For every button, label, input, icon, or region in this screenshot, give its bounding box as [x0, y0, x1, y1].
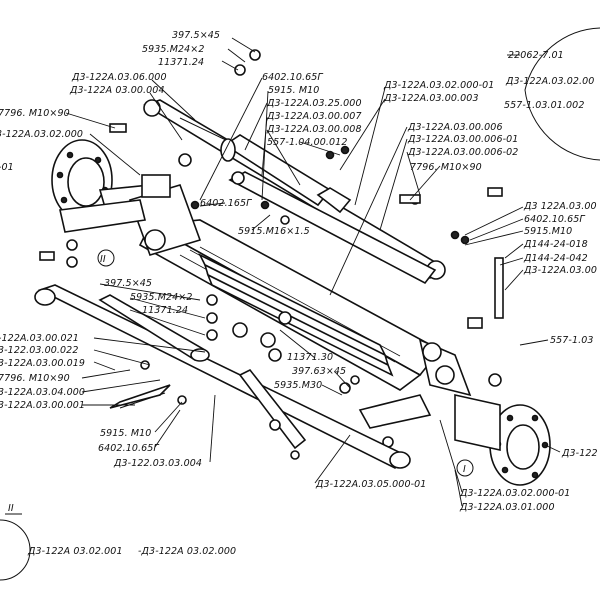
detail-view-circle-lower — [0, 519, 31, 581]
callout-label: 3-122А.03.02.000 — [0, 129, 83, 140]
callout-label: 7796. М10×90 — [410, 162, 482, 173]
detail-view-circle — [524, 27, 600, 161]
left-knuckle — [59, 174, 202, 256]
right-knuckle — [358, 338, 472, 448]
callout-label: 5935.M24×2 — [142, 44, 205, 55]
callout-label: 557-1.03.01.002 — [504, 100, 584, 111]
callout-label: Д3-122А.03.05.000-01 — [315, 479, 426, 490]
callout-label: Д3-122А.03.00 — [523, 265, 597, 276]
callout-label: 397.63×45 — [292, 366, 346, 377]
callout-label: Д144-24-042 — [523, 253, 588, 264]
callout-label: Д3-122А.03.02.000-01 — [459, 488, 570, 499]
callout-label: 3-122А.03.04.000 — [0, 387, 85, 398]
callout-label: 3-122.03.00.022 — [0, 345, 78, 356]
callout-label: 7796. М10×90 — [0, 373, 70, 384]
callout-label: Д3-122А.03.02.000-01 — [383, 80, 494, 91]
callout-label: Д3-122А.03.01.000 — [459, 502, 555, 513]
callout-label: 6402.10.65Г — [98, 443, 159, 454]
callout-label: Д3 122А.03.00 — [523, 201, 597, 212]
callout-label: Д3-122А.03.00.006-02 — [407, 147, 518, 158]
view-marker-ii-lower: II — [5, 503, 22, 515]
callout-label: 7796. М10×90 — [0, 108, 70, 119]
svg-text:II: II — [8, 503, 14, 514]
callout-label: 22062-7.01 — [508, 50, 564, 61]
callout-label: Д3-122А.03.00.006-01 — [407, 134, 518, 145]
leader-lines — [65, 37, 561, 507]
svg-text:II: II — [100, 254, 106, 265]
drag-link — [109, 384, 171, 409]
callout-label: -122А.03.00.021 — [0, 333, 79, 344]
callout-label: Д3-122А.03.02.00 — [505, 76, 594, 87]
callout-label: 11371.30 — [287, 352, 333, 363]
callout-label: 397.5×45 — [172, 30, 220, 41]
callout-label: -01 — [0, 162, 14, 173]
callout-label: Д3-122 — [561, 448, 598, 459]
callout-label: 11371.24 — [142, 305, 188, 316]
svg-text:I: I — [463, 464, 466, 475]
fasteners — [39, 49, 504, 460]
callout-label: Д3-122А 03.02.001 — [27, 546, 123, 557]
callout-labels: 397.5×45 5935.M24×2 11371.24 Д3-122А.03.… — [0, 30, 598, 557]
callout-label: 557-1.03 — [550, 335, 594, 346]
right-wheel-hub — [454, 394, 551, 486]
leaf-spring — [198, 253, 394, 377]
callout-label: Д3-122А.03.00.003 — [383, 93, 479, 104]
callout-label: -Д3-122А 03.02.000 — [138, 546, 236, 557]
callout-label: 5915. М10 — [268, 85, 319, 96]
callout-label: Д3-122А.03.06.000 — [71, 72, 167, 83]
callout-label: 5915. М10 — [100, 428, 151, 439]
callout-label: 6402.165Г — [200, 198, 252, 209]
callout-label: 5935.М30 — [274, 380, 322, 391]
callout-label: 6402.10.65Г — [262, 72, 323, 83]
callout-label: 5935.М24×2 — [130, 292, 193, 303]
callout-label: 5915.М10 — [524, 226, 572, 237]
callout-label: Д3-122А.03.00.006 — [407, 122, 503, 133]
callout-label: Д3-122А.03.00.008 — [266, 124, 362, 135]
callout-label: Д3-122А.03.00.007 — [266, 111, 362, 122]
callout-label: Д3-122.03.03.004 — [113, 458, 202, 469]
callout-label: Д3-122А 03.00.004 — [69, 85, 165, 96]
callout-label: 397.5×45 — [104, 278, 152, 289]
callout-label: 6402.10.65Г — [524, 214, 585, 225]
callout-label: Д3-122А.03.25.000 — [266, 98, 362, 109]
callout-label: 11371.24 — [158, 57, 204, 68]
callout-label: 3-122А.03.00.001 — [0, 400, 85, 411]
callout-label: 557-1.04.00.012 — [267, 137, 347, 148]
callout-label: 3-122А.03.00.019 — [0, 358, 85, 369]
view-marker-i: I — [456, 459, 474, 477]
callout-label: Д144-24-018 — [523, 239, 588, 250]
mid-arm — [228, 171, 437, 285]
view-marker-ii-upper: II — [97, 249, 115, 267]
hydraulic-cylinder-top — [179, 117, 352, 214]
callout-label: 5915.М16×1.5 — [238, 226, 310, 237]
